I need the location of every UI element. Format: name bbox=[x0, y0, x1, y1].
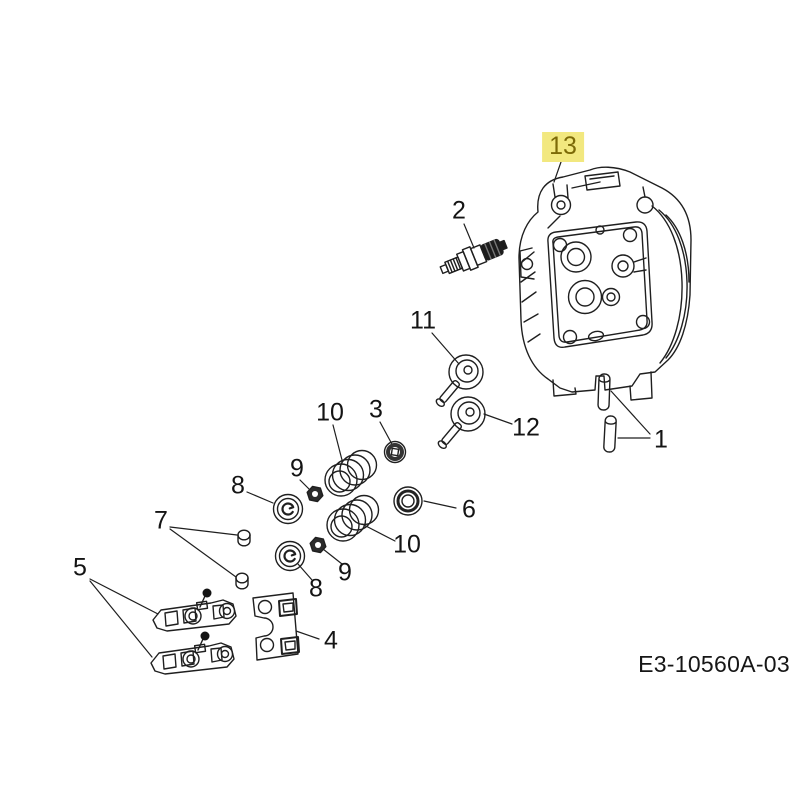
callout-13[interactable]: 13 bbox=[542, 132, 584, 162]
retainer-8a-art bbox=[272, 493, 304, 525]
callout-9a[interactable]: 9 bbox=[290, 454, 304, 483]
spring-10a-art bbox=[324, 449, 378, 497]
plate-4-art bbox=[252, 592, 300, 661]
callout-2[interactable]: 2 bbox=[452, 196, 466, 225]
spring-10b-art bbox=[326, 494, 380, 542]
callout-10b[interactable]: 10 bbox=[393, 530, 421, 559]
callout-4[interactable]: 4 bbox=[324, 626, 338, 655]
pin-1b-art bbox=[602, 415, 618, 453]
cap-7b-art bbox=[235, 572, 249, 590]
rocker-5a-art bbox=[152, 587, 237, 632]
ring-6-art bbox=[393, 486, 423, 516]
callout-11[interactable]: 11 bbox=[410, 306, 436, 335]
nut-3-art bbox=[383, 440, 407, 464]
callout-7[interactable]: 7 bbox=[154, 506, 168, 535]
callout-9b[interactable]: 9 bbox=[338, 558, 352, 587]
leader-lines bbox=[89, 161, 651, 658]
callout-12[interactable]: 12 bbox=[512, 413, 540, 442]
retainer-8b-art bbox=[274, 540, 306, 572]
spark-plug-art bbox=[439, 238, 508, 275]
cylinder-head-art bbox=[518, 166, 692, 401]
callout-3[interactable]: 3 bbox=[369, 395, 383, 424]
callout-8b[interactable]: 8 bbox=[309, 574, 323, 603]
callout-8a[interactable]: 8 bbox=[231, 471, 245, 500]
callout-5[interactable]: 5 bbox=[73, 553, 87, 582]
rocker-5b-art bbox=[150, 630, 235, 675]
drawing-number: E3-10560A-03 bbox=[638, 651, 790, 677]
callout-6[interactable]: 6 bbox=[462, 495, 476, 524]
callout-10a[interactable]: 10 bbox=[316, 398, 344, 427]
callout-1[interactable]: 1 bbox=[654, 425, 668, 454]
cap-7a-art bbox=[237, 529, 251, 547]
